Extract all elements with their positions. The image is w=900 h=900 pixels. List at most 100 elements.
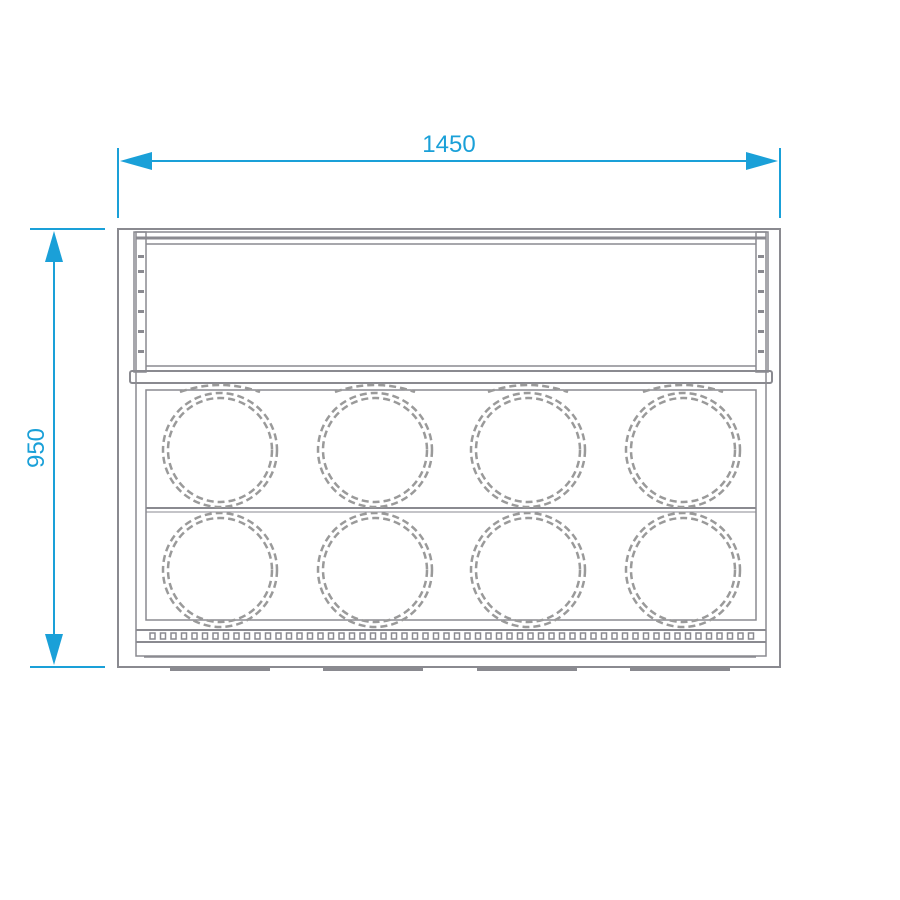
post-marker-right (758, 310, 764, 313)
foot (477, 666, 577, 671)
grille-slot (159, 632, 167, 640)
post-marker-right (758, 350, 764, 353)
grille-slot (285, 632, 293, 640)
post-marker-left (138, 290, 144, 293)
container-inner-ring (166, 516, 274, 624)
grille-slot (590, 632, 597, 640)
container-outer-ring (161, 511, 279, 629)
front-rail (129, 370, 773, 384)
grille-slot (422, 632, 429, 640)
grille-slot (180, 632, 188, 640)
grille-slot (558, 632, 566, 640)
container-r1-c3 (469, 383, 587, 509)
container-inner-ring (474, 516, 582, 624)
grille-slot (401, 632, 408, 640)
height-label: 950 (23, 428, 50, 468)
grille-slot (296, 632, 303, 640)
post-marker-right (758, 330, 764, 333)
container-r2-c2 (316, 511, 434, 629)
grille-slot (516, 632, 524, 640)
grille-slot (684, 632, 692, 640)
container-inner-ring (629, 516, 737, 624)
post-marker-right (758, 255, 764, 258)
grille-slot (348, 632, 356, 640)
container-outer-ring (624, 511, 742, 629)
grille-slot (495, 632, 503, 640)
grille-slot (233, 632, 240, 640)
container-outer-ring (624, 391, 742, 509)
grille-slot (569, 632, 576, 640)
grille-slot (191, 632, 198, 640)
grille-slot (642, 632, 650, 640)
container-outer-ring (469, 391, 587, 509)
container-inner-ring (321, 396, 429, 504)
post-marker-right (758, 290, 764, 293)
grille-slot (411, 632, 419, 640)
width-arrow-right (746, 152, 778, 170)
grille-slot (170, 632, 177, 640)
grille-slot (464, 632, 471, 640)
post-marker-left (138, 255, 144, 258)
grille-slot (674, 632, 681, 640)
grille-slot (611, 632, 618, 640)
container-rim (487, 383, 569, 394)
grille-slot (716, 632, 723, 640)
height-dimension (30, 228, 105, 668)
cabinet (117, 228, 781, 668)
grille-slot (453, 632, 461, 640)
post-marker-left (138, 330, 144, 333)
grille-slot (275, 632, 282, 640)
grille-slot (737, 632, 744, 640)
grille-slot (548, 632, 555, 640)
containers (161, 383, 742, 629)
grille-slot (747, 632, 755, 640)
side-markers (138, 255, 764, 353)
grille-slot (306, 632, 314, 640)
container-r2-c4 (624, 511, 742, 629)
foot (323, 666, 423, 671)
container-r2-c3 (469, 511, 587, 629)
grille-slot (338, 632, 345, 640)
grille-slot (527, 632, 534, 640)
grille-slot (359, 632, 366, 640)
grille-slot (653, 632, 660, 640)
tray-area (145, 389, 757, 621)
grille-slot (600, 632, 608, 640)
grille-slot (369, 632, 377, 640)
grille-slot (254, 632, 261, 640)
grille-slot (243, 632, 251, 640)
grille-slot (317, 632, 324, 640)
grille-slot (222, 632, 230, 640)
container-outer-ring (161, 391, 279, 509)
grille-slot (621, 632, 629, 640)
container-inner-ring (474, 396, 582, 504)
container-inner-ring (321, 516, 429, 624)
grille-slot (212, 632, 219, 640)
grille-slot (726, 632, 734, 640)
container-inner-ring (166, 396, 274, 504)
width-label: 1450 (422, 131, 475, 158)
cabinet-outer-frame (117, 228, 781, 668)
height-arrow-bottom (45, 634, 63, 665)
grille-slot (579, 632, 587, 640)
feet (170, 666, 730, 671)
grille-slot (380, 632, 387, 640)
container-inner-ring (629, 396, 737, 504)
container-rim (334, 383, 416, 394)
container-outer-ring (316, 511, 434, 629)
foot (630, 666, 730, 671)
grille-slots (149, 632, 755, 640)
post-marker-left (138, 310, 144, 313)
foot (170, 666, 270, 671)
container-rim (642, 383, 724, 394)
grille-slot (537, 632, 545, 640)
width-dimension (117, 148, 781, 218)
container-outer-ring (316, 391, 434, 509)
width-arrow-left (120, 152, 152, 170)
grille-slot (474, 632, 482, 640)
grille-slot (390, 632, 398, 640)
grille-slot (432, 632, 440, 640)
cabinet-inner-frame (135, 231, 767, 657)
post-marker-left (138, 350, 144, 353)
